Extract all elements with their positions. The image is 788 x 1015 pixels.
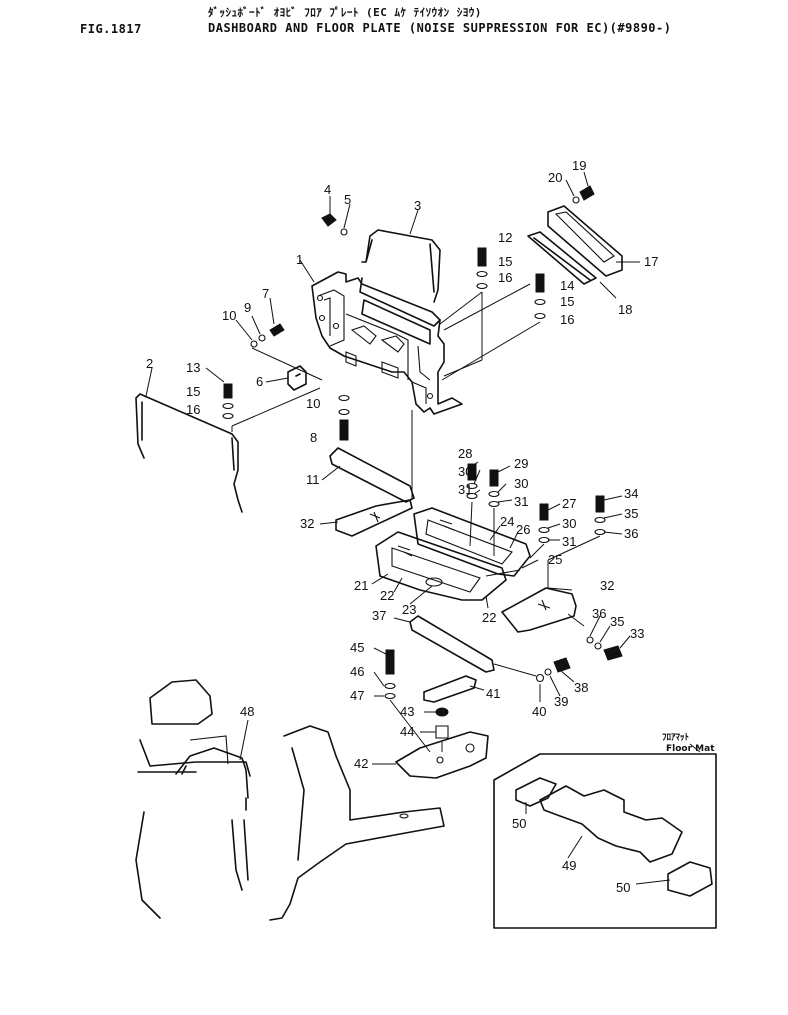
callout-label: 19 [572,158,586,173]
callout-numbers: 1 2 3 4 5 6 7 8 9 10 10 11 12 13 14 15 1… [146,158,658,895]
callout-label: 2 [146,356,153,371]
callout-label: 18 [618,302,632,317]
callout-label: 1 [296,252,303,267]
callout-label: 33 [630,626,644,641]
cover-32-left [335,499,413,537]
callout-label: 17 [644,254,658,269]
bar-11 [329,447,415,503]
callout-label: 37 [372,608,386,623]
callout-label: 5 [344,192,351,207]
callout-label: 9 [244,300,251,315]
callout-label: 32 [600,578,614,593]
callout-label: 7 [262,286,269,301]
callout-label: 21 [354,578,368,593]
callout-label: 46 [350,664,364,679]
mat-piece-50-bottom [667,861,713,897]
callout-label: 11 [306,472,320,487]
callout-label: 35 [610,614,624,629]
bolt-8 [339,419,349,441]
callout-label: 44 [400,724,414,739]
dashboard-panel [311,271,463,415]
callout-label: 13 [186,360,200,375]
bracket-6 [287,365,307,391]
cover-32-right [501,587,577,633]
callout-label: 50 [512,816,526,831]
callout-label: 24 [500,514,514,529]
mat-piece-50-top [515,777,557,807]
grab-handle [361,229,441,303]
callout-label: 16 [186,402,200,417]
gasket-18 [527,231,597,285]
callout-label: 10 [306,396,320,411]
callout-label: 25 [548,552,562,567]
callout-label: 6 [256,374,263,389]
floor-plate-21 [375,531,507,601]
callout-label: 16 [498,270,512,285]
callout-label: 16 [560,312,574,327]
cab-outline [135,679,445,921]
callout-label: 39 [554,694,568,709]
callout-label: 8 [310,430,317,445]
callout-label: 27 [562,496,576,511]
bar-37 [409,615,495,673]
bolt-4 [321,213,348,236]
callout-label: 38 [574,680,588,695]
callout-label: 36 [624,526,638,541]
callout-label: 48 [240,704,254,719]
callout-label: 41 [486,686,500,701]
cover-plate-17 [547,205,623,277]
callout-label: 4 [324,182,331,197]
callout-label: 10 [222,308,236,323]
callout-label: 42 [354,756,368,771]
floor-mat-label-en: Floor Mat [666,744,715,754]
callout-label: 30 [562,516,576,531]
callout-label: 31 [562,534,576,549]
callout-label: 14 [560,278,574,293]
callout-label: 12 [498,230,512,245]
callout-label: 28 [458,446,472,461]
plate-41 [423,675,477,703]
callout-label: 30 [458,464,472,479]
leader-lines [145,171,701,765]
callout-label: 34 [624,486,638,501]
callout-label: 29 [514,456,528,471]
floor-mat-label-jp: ﾌﾛｱﾏｯﾄ [662,732,690,743]
callout-label: 36 [592,606,606,621]
callout-label: 26 [516,522,530,537]
floor-mat-inset [493,753,717,929]
floor-mat-49 [539,785,683,863]
figure-number: FIG.1817 [80,22,142,36]
callout-label: 30 [514,476,528,491]
callout-label: 31 [514,494,528,509]
callout-label: 15 [560,294,574,309]
callout-label: 22 [482,610,496,625]
callout-label: 3 [414,198,421,213]
callout-label: 49 [562,858,576,873]
callout-label: 35 [624,506,638,521]
callout-label: 22 [380,588,394,603]
bracket-42 [395,731,489,779]
rail-2 [135,393,243,513]
floor-plate-24 [413,507,531,577]
callout-label: 23 [402,602,416,617]
callout-label: 43 [400,704,414,719]
callout-label: 47 [350,688,364,703]
callout-label: 20 [548,170,562,185]
callout-label: 31 [458,482,472,497]
callout-label: 40 [532,704,546,719]
english-title: DASHBOARD AND FLOOR PLATE (NOISE SUPPRES… [208,21,672,35]
bolt-7 [269,323,285,337]
callout-label: 50 [616,880,630,895]
callout-label: 15 [186,384,200,399]
callout-label: 32 [300,516,314,531]
callout-label: 45 [350,640,364,655]
callout-label: 15 [498,254,512,269]
japanese-title: ﾀﾞｯｼｭﾎﾞｰﾄﾞ ｵﾖﾋﾞ ﾌﾛｱ ﾌﾟﾚｰﾄ (EC ﾑｹ ﾃｲｿｳｵﾝ … [208,6,482,19]
